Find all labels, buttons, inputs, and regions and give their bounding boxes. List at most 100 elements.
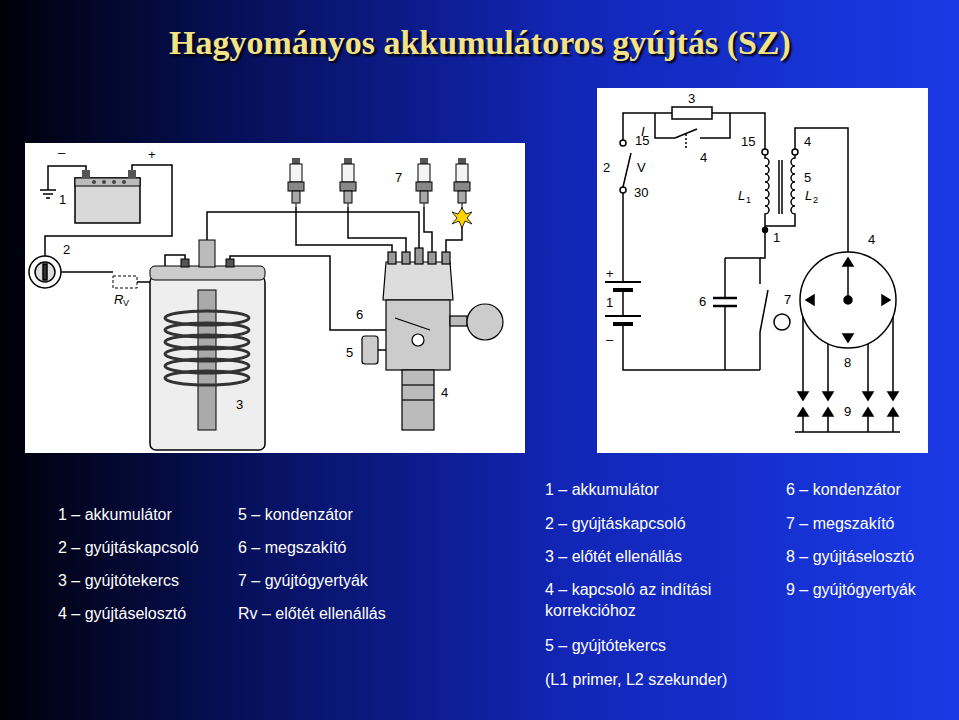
circuit-symbol [605,315,641,317]
key-item: 4 – gyújtáselosztó [58,604,186,625]
illustration [416,158,432,207]
circuit-symbol [605,281,641,283]
wire [424,207,432,252]
circuit-symbol [613,322,633,326]
circuit-symbol [781,160,783,214]
distributor [388,252,396,264]
key-item: 4 – kapcsoló az indítási korrekcióhoz [545,580,750,622]
circuit-symbol [620,187,626,193]
callout-number: 8 [844,355,851,372]
circuit-symbol [847,266,849,300]
key-item: 2 – gyújtáskapcsoló [545,514,686,535]
battery [75,178,140,223]
symbol-letter: L [805,188,812,205]
battery [75,170,140,223]
battery [122,180,126,184]
circuit-symbol [823,392,833,400]
subscript: V [123,298,129,310]
callout-number: 3 [688,91,695,108]
circuit-symbol [844,296,852,304]
battery [75,178,140,186]
distributor [383,262,453,300]
circuit-symbol [800,252,896,348]
circuit-wire [724,258,726,298]
key-item: 5 – gyújtótekercs [545,636,666,657]
spark [452,208,472,228]
circuit-wire [622,193,624,282]
distributor [450,316,467,326]
battery [92,180,96,184]
slide-title: Hagyományos akkumulátoros gyújtás (SZ) [169,24,791,62]
battery [112,180,116,184]
key-item: 5 – kondenzátor [238,505,353,526]
ignition-switch [43,264,47,280]
callout-number: – [58,145,65,162]
distributor [402,252,410,264]
callout-number: 2 [63,242,70,259]
wire [378,349,386,351]
wire [40,190,56,198]
key-item: 9 – gyújtógyertyák [786,580,916,601]
distributor [386,300,450,370]
circuit-wire [759,332,761,370]
circuit-wire [760,155,769,258]
ignition-switch [29,256,61,288]
ignition-coil [150,266,265,280]
ignition-coil [150,240,265,450]
subscript: 2 [813,195,818,207]
callout-number: 7 [395,170,402,187]
circuit-symbol [713,297,737,300]
key-item: 6 – kondenzátor [786,480,901,501]
battery [128,170,136,178]
wire [207,212,419,248]
circuit-symbol [863,408,873,416]
circuit-symbol [888,408,898,416]
key-item: (L1 primer, L2 szekunder) [545,670,727,691]
ignition-coil [165,311,249,385]
callout-number: 9 [844,404,851,421]
key-item: 1 – akkumulátor [58,505,172,526]
key-item: 2 – gyújtáskapcsoló [58,538,199,559]
circuit-symbol [798,408,808,416]
ignition-switch [29,256,61,288]
callout-number: 6 [356,307,363,324]
circuit-wire [803,317,893,392]
callout-number: 1 [773,230,780,247]
distributor [395,318,430,330]
callout-number: 30 [634,185,648,202]
resistor-symbol [113,276,137,288]
circuit-symbol [778,160,780,214]
key-item: 1 – akkumulátor [545,480,659,501]
distributor [362,336,378,364]
circuit-wire [795,128,848,252]
wire [348,207,406,252]
callout-number: + [148,147,156,164]
circuit-symbol [882,295,890,305]
circuit-symbol [888,392,898,400]
distributor [402,370,434,430]
callout-number: 7 [784,292,791,309]
callout-number: 3 [236,397,243,414]
circuit-wire [724,306,726,370]
symbol-letter: R [114,292,123,309]
distributor [412,334,424,346]
circuit-wire [765,155,795,226]
battery [82,170,90,178]
callout-number: 5 [804,170,811,187]
key-item: 8 – gyújtáselosztó [786,547,914,568]
distributor [402,384,434,385]
distributor [415,248,423,264]
ignition-coil [181,259,189,267]
circuit-symbol [763,228,768,233]
callout-number: – [606,332,613,349]
circuit-symbol [685,134,687,150]
distributor [467,304,503,340]
callout-number: 1 [606,295,613,312]
circuit-wire [622,290,624,316]
distributor [402,399,434,400]
circuit-symbol [620,140,626,146]
ignition-switch [35,262,55,282]
key-item: 7 – gyújtógyertyák [238,571,368,592]
circuit-symbol [675,129,697,138]
